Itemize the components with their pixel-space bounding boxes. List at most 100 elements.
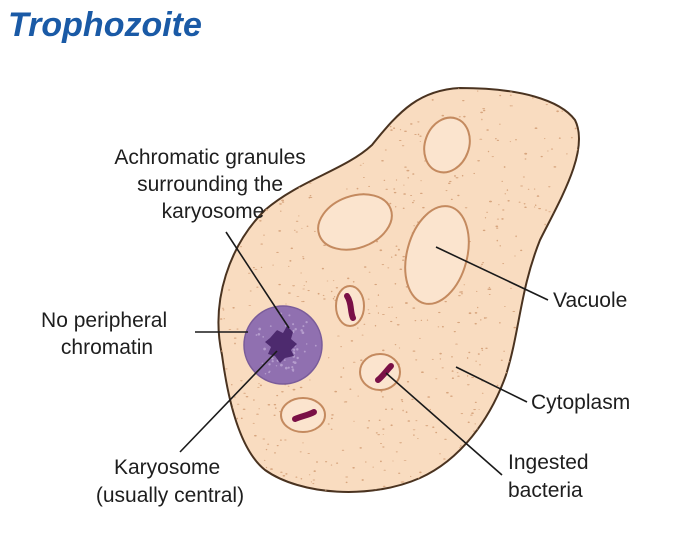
granule-dot [477,306,479,309]
granule-dot [233,337,237,339]
achromatic-granule [255,334,258,336]
granule-dot [299,386,303,389]
granule-dot [390,88,393,90]
granule-dot [424,487,428,489]
achromatic-granule [287,366,290,369]
granule-dot [468,312,472,315]
granule-dot [307,290,310,292]
granule-dot [212,317,214,319]
achromatic-granule [262,336,265,338]
granule-dot [385,188,389,190]
granule-dot [280,471,283,473]
granule-dot [368,419,370,422]
karyosome [265,326,297,363]
granule-dot [275,498,277,500]
granule-dot [479,363,481,366]
granule-dot [363,266,367,268]
granule-dot [254,268,258,270]
granule-dot [473,172,476,175]
granule-dot [309,197,313,198]
bacterium-2 [375,363,394,383]
granule-dot [287,385,290,387]
granule-dot [392,88,394,90]
granule-dot [542,358,546,360]
granule-dot [211,399,214,400]
granule-dot [547,150,549,152]
granule-dot [569,328,572,330]
granule-dot [323,117,326,120]
granule-dot [295,231,298,233]
label-cytoplasm: Cytoplasm [531,391,630,414]
granule-dot [301,301,304,303]
granule-dot [488,288,492,291]
granule-dot [426,319,429,321]
granule-dot [577,438,580,441]
bacterium-3 [292,409,317,422]
granule-dot [574,337,577,339]
granule-dot [362,162,365,164]
granule-dot [308,474,311,476]
granule-dot [349,388,352,390]
granule-dot [211,265,213,266]
granule-dot [387,306,391,308]
granule-dot [416,495,418,497]
achromatic-granule [263,347,266,351]
granule-dot [330,464,333,466]
granule-dot [480,265,482,267]
granule-dot [478,478,482,480]
granule-dot [496,218,500,220]
granule-dot [474,423,476,425]
granule-dot [300,272,302,274]
granule-dot [466,384,470,386]
granule-dot [480,446,482,448]
granule-dot [316,461,318,463]
granule-dot [451,377,454,380]
granule-dot [344,401,348,403]
granule-dot [398,472,401,474]
achromatic-granule [264,372,267,375]
achromatic-granule [292,348,296,351]
granule-dot [504,305,506,308]
vacuoles [280,116,471,433]
granule-dot [475,290,478,292]
label-achromatic-granules: Achromatic granules surrounding the kary… [114,146,311,223]
granule-dot [374,120,377,123]
granule-dot [524,158,527,160]
granule-dot [395,451,398,453]
granule-dot [510,287,512,289]
granule-dot [360,359,363,361]
granule-dot [313,470,316,472]
granule-dot [437,85,439,87]
granule-dot [220,452,223,454]
granule-dot [522,176,526,178]
granule-dot [501,180,503,183]
granule-dot [240,458,243,461]
granule-dot [391,408,394,410]
granule-dot [527,188,530,190]
granule-dot [337,335,340,337]
granule-dot [544,223,546,226]
granule-dot [336,462,339,464]
granule-dot [237,403,240,405]
granule-dot [561,105,564,107]
granule-dot [568,217,571,219]
granule-dot [263,234,265,236]
granule-dot [480,111,484,114]
granule-dot [520,185,524,187]
granule-dot [495,225,499,228]
granule-dot [243,392,246,394]
granule-dot [515,235,517,238]
granule-dot [245,396,249,398]
granule-dot [275,407,277,409]
leader-lines [179,231,549,476]
granule-dot [578,118,580,120]
granule-dot [431,99,434,101]
granule-dot [323,171,326,173]
granule-dot [444,438,447,440]
granule-dot [419,337,421,339]
granule-dot [222,309,225,311]
granule-dot [328,357,330,359]
granule-dot [389,202,392,205]
granule-dot [569,93,572,96]
